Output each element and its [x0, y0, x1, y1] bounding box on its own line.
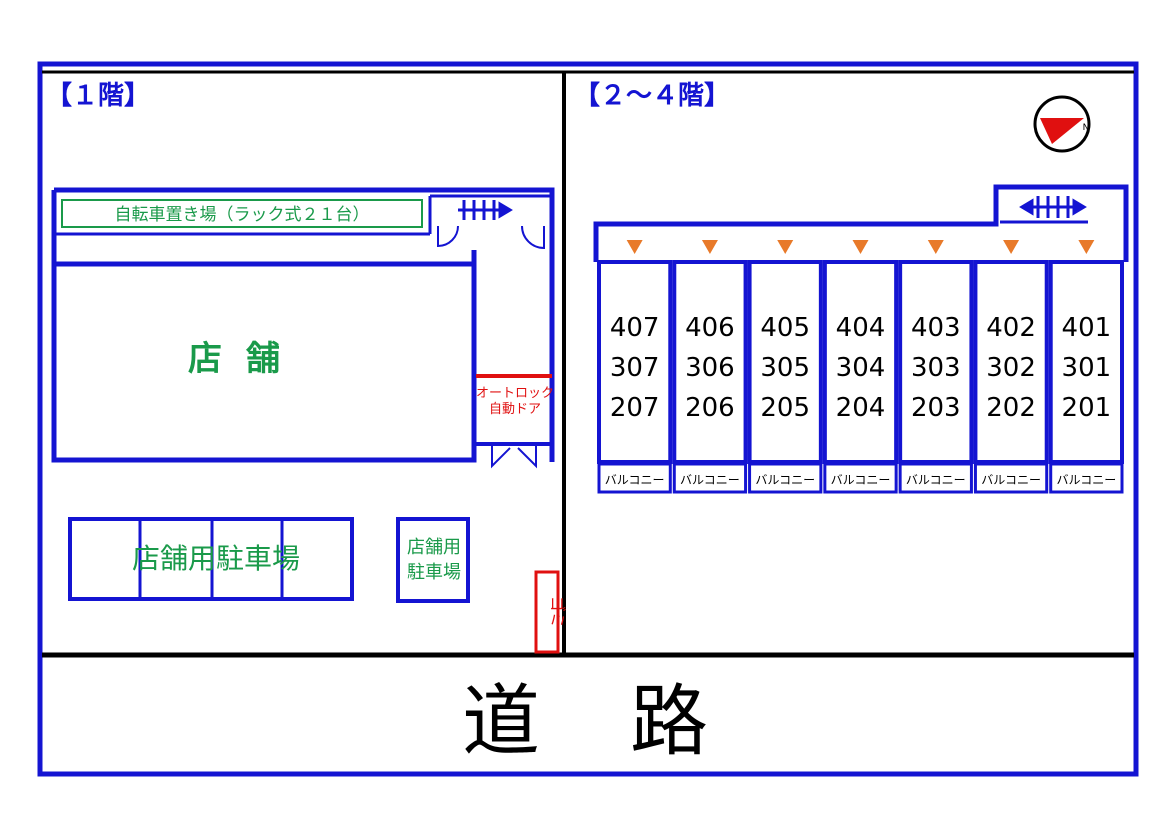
- units-group: 407 307 207 バルコニー 406 306 206 バルコニー 405 305 205 バルコ…: [597, 240, 1124, 494]
- unit-number: 306: [685, 353, 735, 383]
- unit-number: 202: [986, 393, 1036, 423]
- bicycle-parking-label: 自転車置き場（ラック式２１台）: [115, 205, 370, 225]
- trash-label: ゴミ: [548, 596, 567, 628]
- shop-parking-small: [396, 517, 470, 603]
- unit-number: 206: [685, 393, 735, 423]
- unit-column: 403 303 203 バルコニー: [898, 240, 974, 494]
- balcony: [672, 462, 748, 494]
- door-swing-icon: [521, 225, 545, 250]
- unit-number: 404: [836, 313, 886, 343]
- unit-room: [672, 260, 748, 464]
- bicycle-parking: [61, 199, 423, 228]
- floor2to4-heading: 【２～４階】: [574, 81, 730, 111]
- north-arrow-label: N: [1083, 123, 1090, 133]
- unit-column: 402 302 202 バルコニー: [973, 240, 1049, 494]
- shop-parking-label: 店舗用駐車場: [132, 542, 300, 575]
- unit-number: 305: [760, 353, 810, 383]
- unit-number: 303: [911, 353, 961, 383]
- door-swing-icon: [437, 225, 459, 248]
- unit-number: 401: [1062, 313, 1112, 343]
- autolock-label-2: 自動ドア: [489, 402, 541, 417]
- trash-area: [534, 570, 560, 654]
- entrance-arrow-icon: [701, 240, 718, 254]
- balcony-label: バルコニー: [755, 473, 815, 487]
- unit-room: [973, 260, 1049, 464]
- unit-number: 402: [986, 313, 1036, 343]
- entrance-arrow-icon: [626, 240, 643, 254]
- unit-column: 404 304 204 バルコニー: [822, 240, 899, 494]
- unit-room: [1048, 260, 1124, 464]
- unit-room: [597, 260, 673, 464]
- entrance-arrow-icon: [1078, 240, 1095, 254]
- unit-column: 407 307 207 バルコニー: [597, 240, 673, 494]
- entrance-arrow-icon: [927, 240, 944, 254]
- entrance-door-icon: [491, 446, 511, 469]
- balcony-label: バルコニー: [605, 473, 665, 487]
- unit-number: 304: [836, 353, 886, 383]
- unit-number: 406: [685, 313, 735, 343]
- balcony: [898, 462, 973, 494]
- unit-number: 203: [911, 393, 961, 423]
- road-label: 道 路: [461, 677, 714, 767]
- balcony-label: バルコニー: [1056, 473, 1116, 487]
- unit-column: 401 301 201 バルコニー: [1048, 240, 1124, 494]
- balcony: [597, 462, 672, 494]
- entrance-door-icon: [517, 446, 537, 469]
- balcony: [823, 462, 898, 494]
- unit-number: 302: [986, 353, 1036, 383]
- unit-number: 301: [1062, 353, 1112, 383]
- balcony-label: バルコニー: [981, 473, 1041, 487]
- entrance-arrow-icon: [777, 240, 794, 254]
- balcony-label: バルコニー: [831, 473, 891, 487]
- shop-parking-small-label-1: 店舗用: [407, 537, 461, 558]
- unit-number: 201: [1062, 393, 1112, 423]
- unit-room: [747, 260, 823, 464]
- entrance-arrow-icon: [1003, 240, 1020, 254]
- outer-frame: [37, 61, 1139, 777]
- floor1-building-outline: [54, 187, 555, 462]
- floor1-heading: 【１階】: [46, 81, 150, 111]
- unit-column: 405 305 205 バルコニー: [747, 240, 823, 494]
- unit-number: 405: [760, 313, 810, 343]
- balcony: [973, 462, 1049, 494]
- balcony-label: バルコニー: [906, 473, 966, 487]
- balcony-label: バルコニー: [680, 473, 740, 487]
- unit-room: [822, 260, 899, 464]
- unit-number: 407: [610, 313, 660, 343]
- balcony: [748, 462, 823, 494]
- entrance-arrow-icon: [852, 240, 869, 254]
- unit-number: 307: [610, 353, 660, 383]
- autolock-label-1: オートロック: [476, 386, 554, 401]
- stairs-1f-icon: [458, 200, 513, 220]
- stairs-2f-icon: [1019, 196, 1087, 218]
- unit-number: 205: [760, 393, 810, 423]
- unit-column: 406 306 206 バルコニー: [672, 240, 748, 494]
- road: 道 路: [42, 660, 1134, 770]
- balcony: [1049, 462, 1124, 494]
- unit-room: [898, 260, 974, 464]
- unit-number: 204: [836, 393, 886, 423]
- unit-number: 403: [911, 313, 961, 343]
- shop-label: 店舗: [188, 339, 304, 379]
- north-arrow-icon: N: [1033, 95, 1091, 153]
- unit-number: 207: [610, 393, 660, 423]
- shop-parking-small-label-2: 駐車場: [407, 562, 461, 583]
- floor2to4-corridor: [593, 184, 1129, 262]
